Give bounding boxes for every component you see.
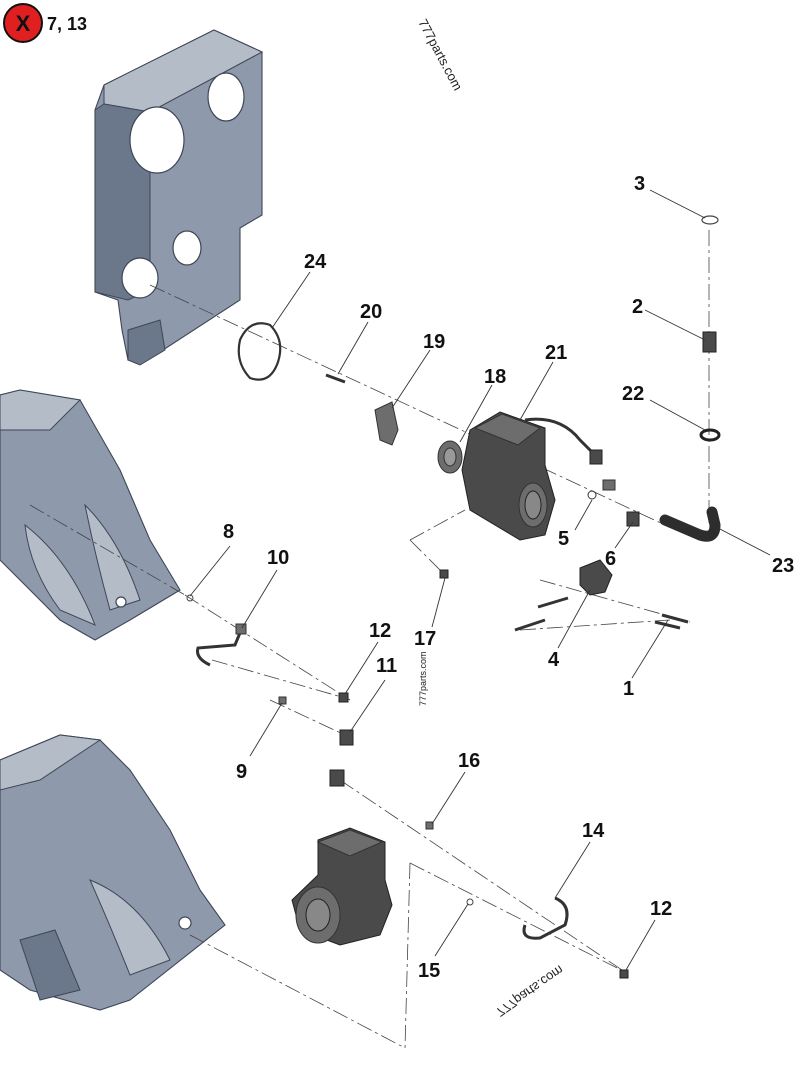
bolts-1-image [654,613,689,630]
callout-12[interactable]: 12 [369,620,391,642]
clamp-22-image [699,428,721,442]
gasket-23-image [237,322,282,381]
callout-8[interactable]: 8 [223,521,234,543]
callout-3[interactable]: 3 [634,173,645,195]
engine-block-image-upper [0,389,181,641]
bracket-19-image [374,401,399,446]
oil-line-10-image [196,623,247,667]
callout-4[interactable]: 4 [548,649,560,671]
washer-8-image [186,594,194,602]
callout-17[interactable]: 17 [414,628,436,650]
callout-10[interactable]: 10 [267,547,289,569]
callout-12[interactable]: 12 [650,898,672,920]
callout-2[interactable]: 2 [632,296,643,318]
watermark: 777parts.com [418,651,428,706]
exclusion-icon-symbol: X [16,11,31,36]
watermark: 777parts.com [415,16,465,93]
o-ring-3-image [701,215,719,225]
fitting-5-6-image [587,479,640,527]
connector-2-image [702,331,717,353]
callout-16[interactable]: 16 [458,750,480,772]
exclusion-icon [3,3,43,43]
callout-18[interactable]: 18 [484,366,506,388]
plug-12-lower-image [619,969,629,979]
leader-lines [189,189,771,971]
gear-housing-image [94,29,264,366]
bolt-20-image [325,373,346,384]
air-compressor-lower-image [291,827,393,946]
engine-block-image-lower [0,734,226,1011]
callout-15[interactable]: 15 [418,960,440,982]
callout-19[interactable]: 19 [423,331,445,353]
callout-20[interactable]: 20 [360,301,382,323]
bolt-17-image [439,569,449,579]
callout-5[interactable]: 5 [558,528,569,550]
callout-14[interactable]: 14 [582,820,605,842]
callout-9[interactable]: 9 [236,761,247,783]
elbow-hose-24-image [659,506,721,542]
callout-22[interactable]: 22 [622,383,644,405]
oil-line-14-image [522,896,569,940]
callout-labels: 24 20 19 18 21 3 2 22 23 5 6 4 1 17 8 10… [223,173,794,982]
plug-12-upper-image [338,692,349,703]
seal-18-image [437,440,463,474]
callout-1[interactable]: 1 [623,678,634,700]
fitting-11-image [329,729,354,787]
air-compressor-21-image [461,411,603,541]
callout-11[interactable]: 11 [376,655,397,677]
washer-15-image [466,898,474,906]
plug-16-image [425,821,434,830]
watermark: 777parts.com [493,962,566,1019]
bracket-4-image [514,559,613,632]
excluded-items-label: 7, 13 [47,14,87,34]
plug-9-image [278,696,287,705]
callout-24[interactable]: 23 [772,555,794,577]
callout-23[interactable]: 24 [304,251,327,273]
callout-21[interactable]: 21 [545,342,567,364]
exclusion-badge[interactable]: X [3,3,43,43]
callout-6[interactable]: 6 [605,548,616,570]
